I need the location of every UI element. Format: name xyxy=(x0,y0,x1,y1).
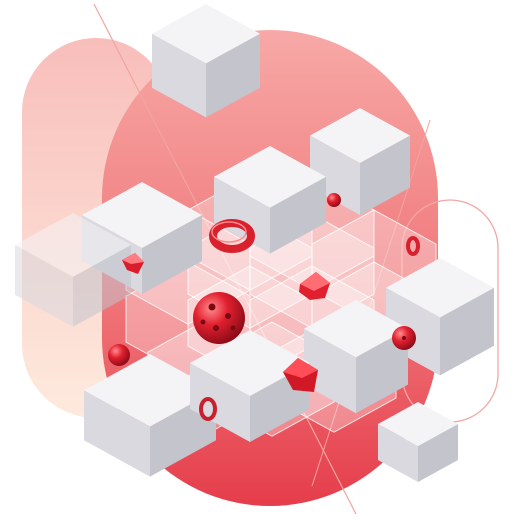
diagonal-line-secondary xyxy=(311,119,431,487)
red-accents xyxy=(108,193,420,421)
lattice-cube xyxy=(214,146,326,254)
red-gem-face xyxy=(122,253,144,264)
sphere-hole xyxy=(208,303,216,311)
red-torus-small xyxy=(406,236,420,256)
lattice-cube xyxy=(304,300,408,414)
cube-face-top xyxy=(386,258,494,318)
cube-face-left xyxy=(310,135,360,215)
sphere-hole xyxy=(200,319,206,325)
red-cube-small-face xyxy=(300,272,330,291)
sphere-hole xyxy=(213,325,219,331)
diagonal-line-main xyxy=(93,3,357,515)
red-sphere-small xyxy=(108,344,130,366)
cube-face-top xyxy=(214,146,326,208)
red-sphere-large xyxy=(193,292,245,344)
floating-cubes xyxy=(152,4,458,482)
red-pyramid-face xyxy=(283,358,318,378)
cube-face-right xyxy=(142,215,202,294)
red-sphere-small xyxy=(327,193,341,207)
cube-face-left xyxy=(304,328,356,414)
lattice-cube xyxy=(310,108,410,215)
red-sphere-tiny xyxy=(402,336,406,340)
cube-face-top xyxy=(310,108,410,163)
cube-face-left xyxy=(15,244,73,327)
sphere-hole xyxy=(225,313,231,319)
cube-face-right xyxy=(360,135,410,215)
cube-face-top xyxy=(84,354,216,427)
cube-face-right xyxy=(206,33,260,118)
lattice-cube xyxy=(15,213,131,327)
cube-face-left xyxy=(378,424,418,482)
cube-face-right xyxy=(440,287,494,376)
red-torus-highlight xyxy=(211,221,247,243)
cube-face-left xyxy=(84,390,150,477)
cube-face-left xyxy=(190,363,250,442)
cube-face-top xyxy=(190,330,310,396)
cube-face-top xyxy=(82,182,202,248)
cube-face-top xyxy=(378,402,458,446)
cube-face-top xyxy=(15,213,131,277)
cube-face-right xyxy=(418,424,458,482)
cube-face-right xyxy=(356,328,408,414)
cube-face-left xyxy=(214,176,270,254)
cube-face-right xyxy=(73,244,131,327)
cube-face-right xyxy=(270,176,326,254)
red-torus-small xyxy=(199,397,217,421)
floating-cube-bottom xyxy=(378,402,458,482)
sphere-hole xyxy=(230,325,236,331)
cube-face-top xyxy=(152,4,260,64)
cube-face-left xyxy=(152,33,206,118)
cube-face-top xyxy=(304,300,408,358)
floating-cube-top xyxy=(152,4,260,118)
